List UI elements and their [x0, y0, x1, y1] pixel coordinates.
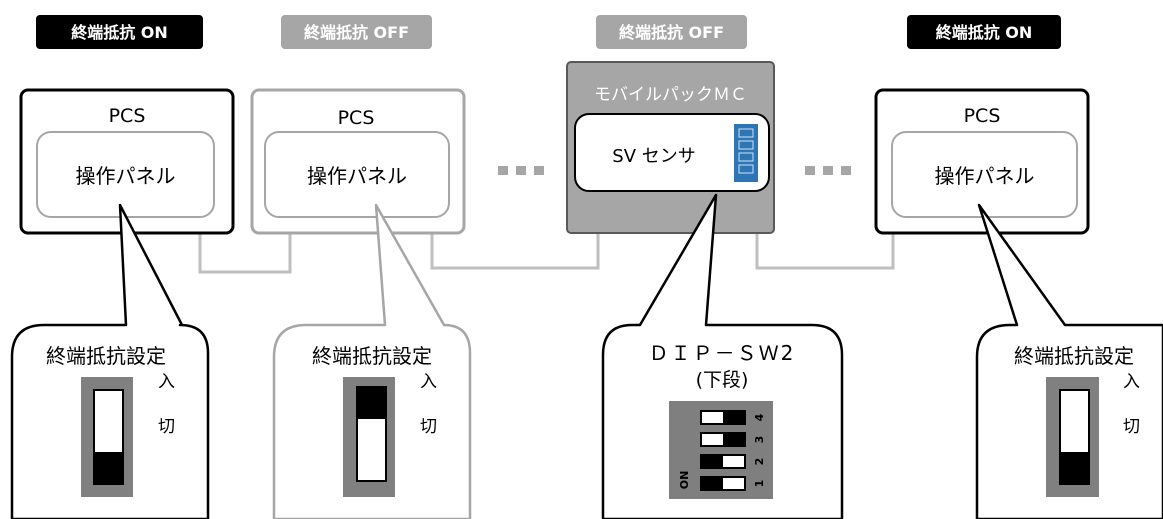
callout-title: 終端抵抗設定	[1014, 344, 1134, 368]
mobile-pack-unit: モバイルパックＭＣ SV センサ	[566, 61, 775, 234]
dip-switch-3: 3	[700, 432, 766, 447]
dip-switch-knob	[702, 412, 723, 423]
label-on: 入	[158, 372, 175, 392]
callout-title: 終端抵抗設定	[312, 344, 432, 368]
label-off: 切	[1123, 417, 1140, 437]
slide-switch-on	[1046, 377, 1099, 497]
dip-switch-block: ON 4 3 2 1	[669, 401, 773, 499]
dip-on-text: ON	[678, 471, 691, 490]
pcs-unit-4: PCS 操作パネル	[874, 88, 1090, 235]
dip-switch-number: 4	[753, 413, 766, 421]
dip-switch-knob	[723, 478, 744, 489]
pcs-unit-2: PCS 操作パネル	[250, 88, 466, 235]
badge-label: 終端抵抗 OFF	[619, 23, 724, 42]
operation-panel-label: 操作パネル	[307, 164, 407, 188]
callout-termination-setting-2: 終端抵抗設定 入 切	[272, 203, 472, 519]
sv-sensor-label: SV センサ	[612, 146, 695, 167]
label-on: 入	[1123, 372, 1140, 392]
pcs-title: PCS	[964, 105, 1001, 127]
slide-switch-off	[343, 377, 395, 497]
ellipsis-dots-2	[805, 166, 851, 175]
link-lines	[198, 233, 895, 274]
badge-label: 終端抵抗 ON	[936, 23, 1033, 42]
dip-switch-knob	[723, 456, 744, 467]
dip-switch-1: 1	[700, 476, 766, 491]
badge-termination-on-1: 終端抵抗 ON	[36, 15, 203, 49]
dip-switch-2: 2	[700, 454, 766, 469]
callout-termination-setting-4: 終端抵抗設定 入 切	[975, 203, 1163, 519]
callout-title: 終端抵抗設定	[46, 344, 166, 368]
pcs-title: PCS	[338, 107, 375, 129]
dip-subtitle: (下段)	[696, 369, 749, 391]
badge-termination-off-2: 終端抵抗 OFF	[281, 15, 432, 49]
badge-termination-off-3: 終端抵抗 OFF	[596, 15, 747, 49]
callout-dip-switch: ＤＩＰ－ＳＷ2 (下段) ON 4 3 2 1	[601, 193, 844, 519]
badge-termination-on-4: 終端抵抗 ON	[907, 15, 1061, 49]
dip-title: ＤＩＰ－ＳＷ2	[649, 341, 796, 365]
badge-label: 終端抵抗 OFF	[304, 23, 409, 42]
ellipsis-dots-1	[498, 166, 544, 175]
label-off: 切	[158, 417, 175, 437]
connector-icon	[734, 124, 758, 182]
dip-switch-knob	[702, 434, 723, 445]
callout-termination-setting-1: 終端抵抗設定 入 切	[10, 203, 210, 519]
operation-panel-label: 操作パネル	[935, 164, 1035, 188]
label-on: 入	[420, 372, 437, 392]
mobile-pack-title: モバイルパックＭＣ	[594, 85, 747, 105]
dip-switch-number: 3	[753, 436, 766, 444]
pcs-unit-1: PCS 操作パネル	[19, 88, 235, 235]
dip-switch-number: 1	[753, 480, 766, 488]
pcs-title: PCS	[109, 105, 146, 127]
dip-switch-4: 4	[700, 410, 766, 425]
label-off: 切	[420, 417, 437, 437]
dip-switch-number: 2	[753, 458, 766, 466]
badge-label: 終端抵抗 ON	[71, 23, 168, 42]
operation-panel-label: 操作パネル	[76, 164, 176, 188]
slide-switch-on	[81, 377, 133, 497]
